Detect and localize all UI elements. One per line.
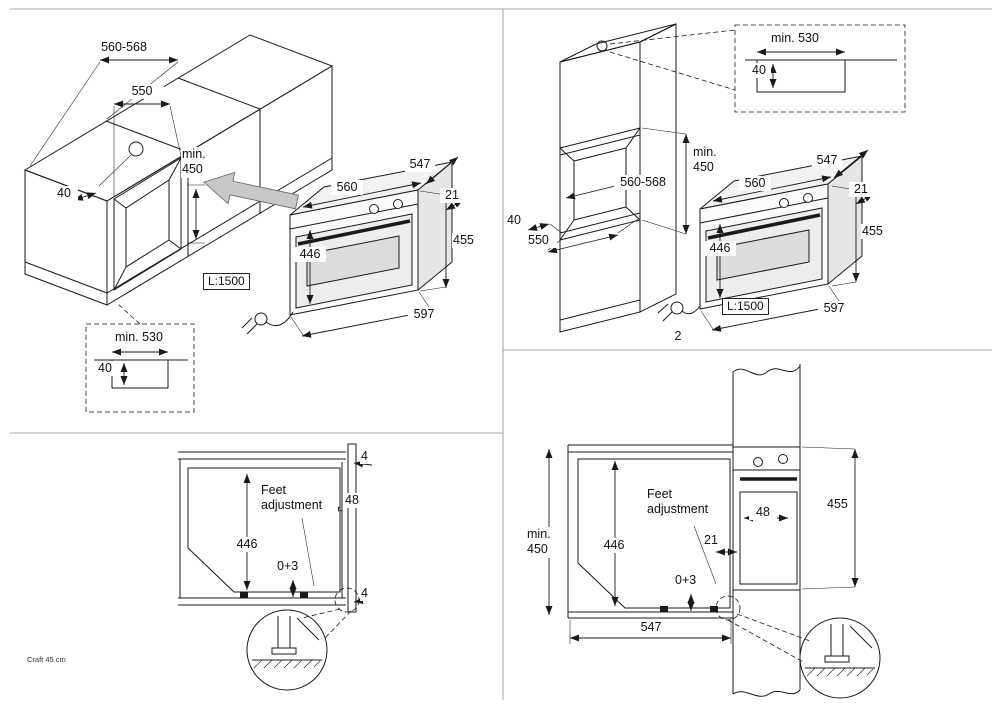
oven-base-view [288, 160, 454, 317]
tr-niche-min-height-label: min. 450 [692, 145, 728, 176]
br-body-depth-label: 547 [634, 620, 668, 636]
tall-foot-detail [799, 617, 881, 699]
tl-cable-length-label: L:1500 [203, 273, 250, 290]
tr-niche-width-outer-label: 560-568 [614, 175, 672, 191]
tl-oven-door-proud-label: 21 [440, 188, 464, 204]
tall-section-dimensions [545, 446, 859, 664]
insertion-arrow [203, 171, 299, 210]
tl-niche-width-inner-label: 550 [120, 84, 164, 100]
tr-oven-total-width-label: 597 [818, 301, 850, 317]
bl-bottom-gap-label: 4 [360, 586, 374, 602]
tl-vent-min-width-label: min. 530 [108, 330, 170, 346]
tr-vent-depth-label: 40 [751, 63, 771, 79]
tr-oven-door-proud-label: 21 [849, 182, 873, 198]
br-level-range-label: 0+3 [674, 573, 706, 589]
oven-body-section [187, 467, 341, 593]
br-niche-min-height-label: min. 450 [526, 527, 562, 558]
oven-tall-dimensions [657, 149, 874, 332]
tl-niche-width-outer-label: 560-568 [92, 40, 156, 56]
figure-2-label: 2 [671, 329, 685, 345]
base-cabinet-isometric [23, 34, 334, 306]
tall-section-drawing [567, 364, 801, 697]
base-vent-detail-inset [85, 303, 195, 413]
br-total-height-label: 455 [826, 497, 854, 513]
tl-oven-total-height-label: 455 [452, 233, 482, 249]
tr-hole-offset-label: 40 [506, 213, 528, 229]
br-door-proud-label: 21 [703, 533, 725, 549]
br-feet-adjustment-label: Feet adjustment [646, 487, 726, 518]
tl-oven-body-height-label: 446 [294, 247, 326, 263]
plug-icon [670, 301, 684, 315]
top-cable-hole [596, 40, 608, 52]
tl-niche-min-height-label: min. 450 [181, 147, 217, 178]
tr-oven-body-height-label: 446 [704, 241, 736, 257]
bl-level-range-label: 0+3 [276, 559, 308, 575]
tr-niche-width-inner-label: 550 [527, 233, 557, 249]
tl-hole-offset-label: 40 [56, 186, 78, 202]
tl-vent-depth-label: 40 [97, 361, 117, 377]
tr-oven-total-height-label: 455 [861, 224, 891, 240]
model-footer-label: Craft 45 cm [27, 655, 66, 664]
tr-cable-length-label: L:1500 [722, 298, 769, 315]
tl-oven-total-width-label: 597 [408, 307, 440, 323]
bl-body-height-label: 446 [231, 537, 263, 553]
cable-hole [128, 141, 144, 157]
tall-cabinet-isometric [559, 23, 677, 333]
tr-oven-body-width-label: 560 [739, 176, 771, 192]
oven-body-section [577, 458, 731, 609]
oven-tall-view [698, 154, 864, 311]
bl-feet-height-label: 48 [344, 493, 366, 509]
base-foot-detail [246, 609, 328, 691]
tr-vent-min-width-label: min. 530 [763, 31, 827, 47]
br-body-height-label: 446 [598, 538, 630, 554]
tl-oven-depth-label: 547 [405, 157, 435, 173]
plug-icon [254, 312, 268, 326]
tl-oven-body-width-label: 560 [331, 180, 363, 196]
tr-oven-depth-label: 547 [812, 153, 842, 169]
br-feet-height-label: 48 [749, 505, 777, 521]
bl-top-gap-label: 4 [360, 449, 374, 465]
base-section-drawing [178, 443, 360, 613]
base-cabinet-dimensions [29, 56, 205, 244]
quadrant-dividers [10, 8, 992, 700]
bl-feet-adjustment-label: Feet adjustment [260, 483, 338, 514]
